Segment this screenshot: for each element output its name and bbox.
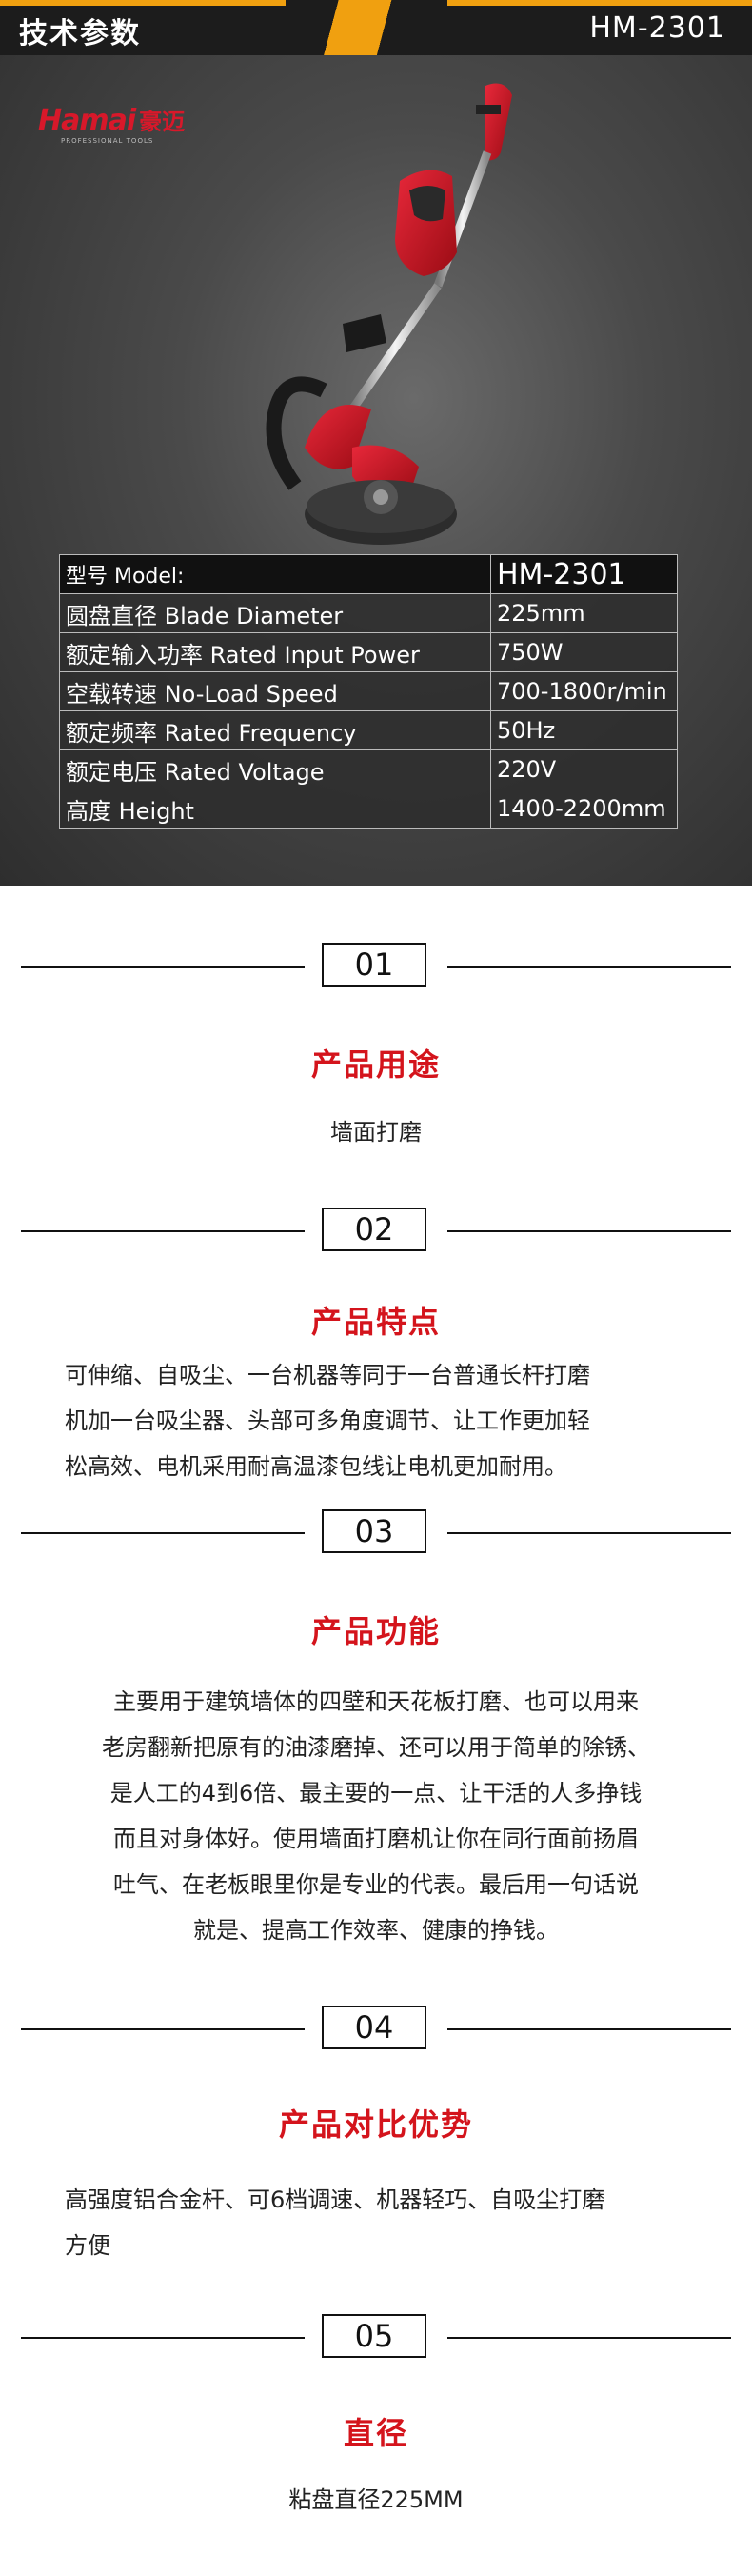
section-text: 高强度铝合金杆、可6档调速、机器轻巧、自吸尘打磨 方便 <box>65 2177 731 2268</box>
spec-label: 圆盘直径 Blade Diameter <box>59 593 491 633</box>
logo-sub: PROFESSIONAL TOOLS <box>61 137 154 145</box>
text-line: 而且对身体好。使用墙面打磨机让你在同行面前扬眉 <box>113 1826 639 1852</box>
logo-cn: 豪迈 <box>139 109 186 135</box>
section-number: 02 <box>322 1208 426 1251</box>
section-number: 03 <box>322 1509 426 1553</box>
spec-row: 高度 Height 1400-2200mm <box>59 789 678 829</box>
section-text: 主要用于建筑墙体的四壁和天花板打磨、也可以用来 老房翻新把原有的油漆磨掉、还可以… <box>0 1679 752 1953</box>
spec-value: 50Hz <box>490 710 678 750</box>
spec-label: 额定电压 Rated Voltage <box>59 749 491 789</box>
text-line: 吐气、在老板眼里你是专业的代表。最后用一句话说 <box>113 1871 639 1898</box>
section-title: 产品特点 <box>310 1304 441 1340</box>
spec-table: 型号 Model: HM-2301 圆盘直径 Blade Diameter 22… <box>59 554 678 829</box>
spec-value: 225mm <box>490 593 678 633</box>
divider-line <box>447 2028 731 2030</box>
logo-text: Hamai <box>38 104 136 137</box>
divider-line <box>447 1230 731 1232</box>
text-line: 是人工的4到6倍、最主要的一点、让干活的人多挣钱 <box>109 1780 643 1807</box>
accent-wedge <box>286 0 447 55</box>
text-line: 墙面打磨 <box>330 1119 422 1146</box>
section-divider-03: 03 <box>0 1509 752 1557</box>
section-number: 05 <box>322 2314 426 2358</box>
spec-header-label: 型号 Model: <box>59 554 491 594</box>
divider-line <box>21 2337 305 2339</box>
divider-line <box>447 1532 731 1534</box>
text-line: 就是、提高工作效率、健康的挣钱。 <box>193 1917 559 1944</box>
spec-row: 圆盘直径 Blade Diameter 225mm <box>59 593 678 633</box>
section-number: 01 <box>322 943 426 987</box>
spec-label: 空载转速 No-Load Speed <box>59 671 491 711</box>
model-code: HM-2301 <box>589 11 725 45</box>
divider-line <box>21 966 305 968</box>
spec-label: 高度 Height <box>59 789 491 829</box>
section-title: 产品对比优势 <box>278 2107 473 2143</box>
text-line: 松高效、电机采用耐高温漆包线让电机更加耐用。 <box>65 1453 567 1480</box>
divider-line <box>447 966 731 968</box>
drywall-sander-image <box>266 83 512 545</box>
section-text: 墙面打磨 <box>0 1109 752 1155</box>
divider-line <box>447 2337 731 2339</box>
text-line: 老房翻新把原有的油漆磨掉、还可以用于简单的除锈、 <box>102 1734 650 1761</box>
section-text: 可伸缩、自吸尘、一台机器等同于一台普通长杆打磨 机加一台吸尘器、头部可多角度调节… <box>65 1352 731 1489</box>
text-line: 主要用于建筑墙体的四壁和天花板打磨、也可以用来 <box>113 1688 639 1715</box>
page-title: 技术参数 <box>19 17 141 50</box>
text-line: 粘盘直径225MM <box>288 2486 464 2513</box>
text-line: 方便 <box>65 2232 110 2259</box>
spec-value: 1400-2200mm <box>490 789 678 829</box>
spec-label: 额定频率 Rated Frequency <box>59 710 491 750</box>
section-divider-04: 04 <box>0 2006 752 2053</box>
spec-label: 额定输入功率 Rated Input Power <box>59 632 491 672</box>
spec-row: 额定电压 Rated Voltage 220V <box>59 749 678 789</box>
section-divider-05: 05 <box>0 2314 752 2362</box>
spec-value: 220V <box>490 749 678 789</box>
spec-value: 750W <box>490 632 678 672</box>
text-line: 可伸缩、自吸尘、一台机器等同于一台普通长杆打磨 <box>65 1362 590 1388</box>
spec-header-row: 型号 Model: HM-2301 <box>59 554 678 594</box>
spec-row: 额定输入功率 Rated Input Power 750W <box>59 632 678 672</box>
divider-line <box>21 2028 305 2030</box>
top-bar: 技术参数 HM-2301 <box>0 0 752 55</box>
spec-value: 700-1800r/min <box>490 671 678 711</box>
section-title: 产品功能 <box>310 1613 441 1649</box>
spec-row: 空载转速 No-Load Speed 700-1800r/min <box>59 671 678 711</box>
divider-line <box>21 1230 305 1232</box>
section-title: 产品用途 <box>310 1047 441 1083</box>
text-line: 机加一台吸尘器、头部可多角度调节、让工作更加轻 <box>65 1408 590 1434</box>
section-number: 04 <box>322 2006 426 2049</box>
section-divider-01: 01 <box>0 943 752 990</box>
section-text: 粘盘直径225MM <box>0 2477 752 2523</box>
divider-line <box>21 1532 305 1534</box>
section-divider-02: 02 <box>0 1208 752 1255</box>
spec-row: 额定频率 Rated Frequency 50Hz <box>59 710 678 750</box>
spec-header-value: HM-2301 <box>490 554 678 594</box>
section-title: 直径 <box>343 2415 408 2451</box>
text-line: 高强度铝合金杆、可6档调速、机器轻巧、自吸尘打磨 <box>65 2187 605 2213</box>
